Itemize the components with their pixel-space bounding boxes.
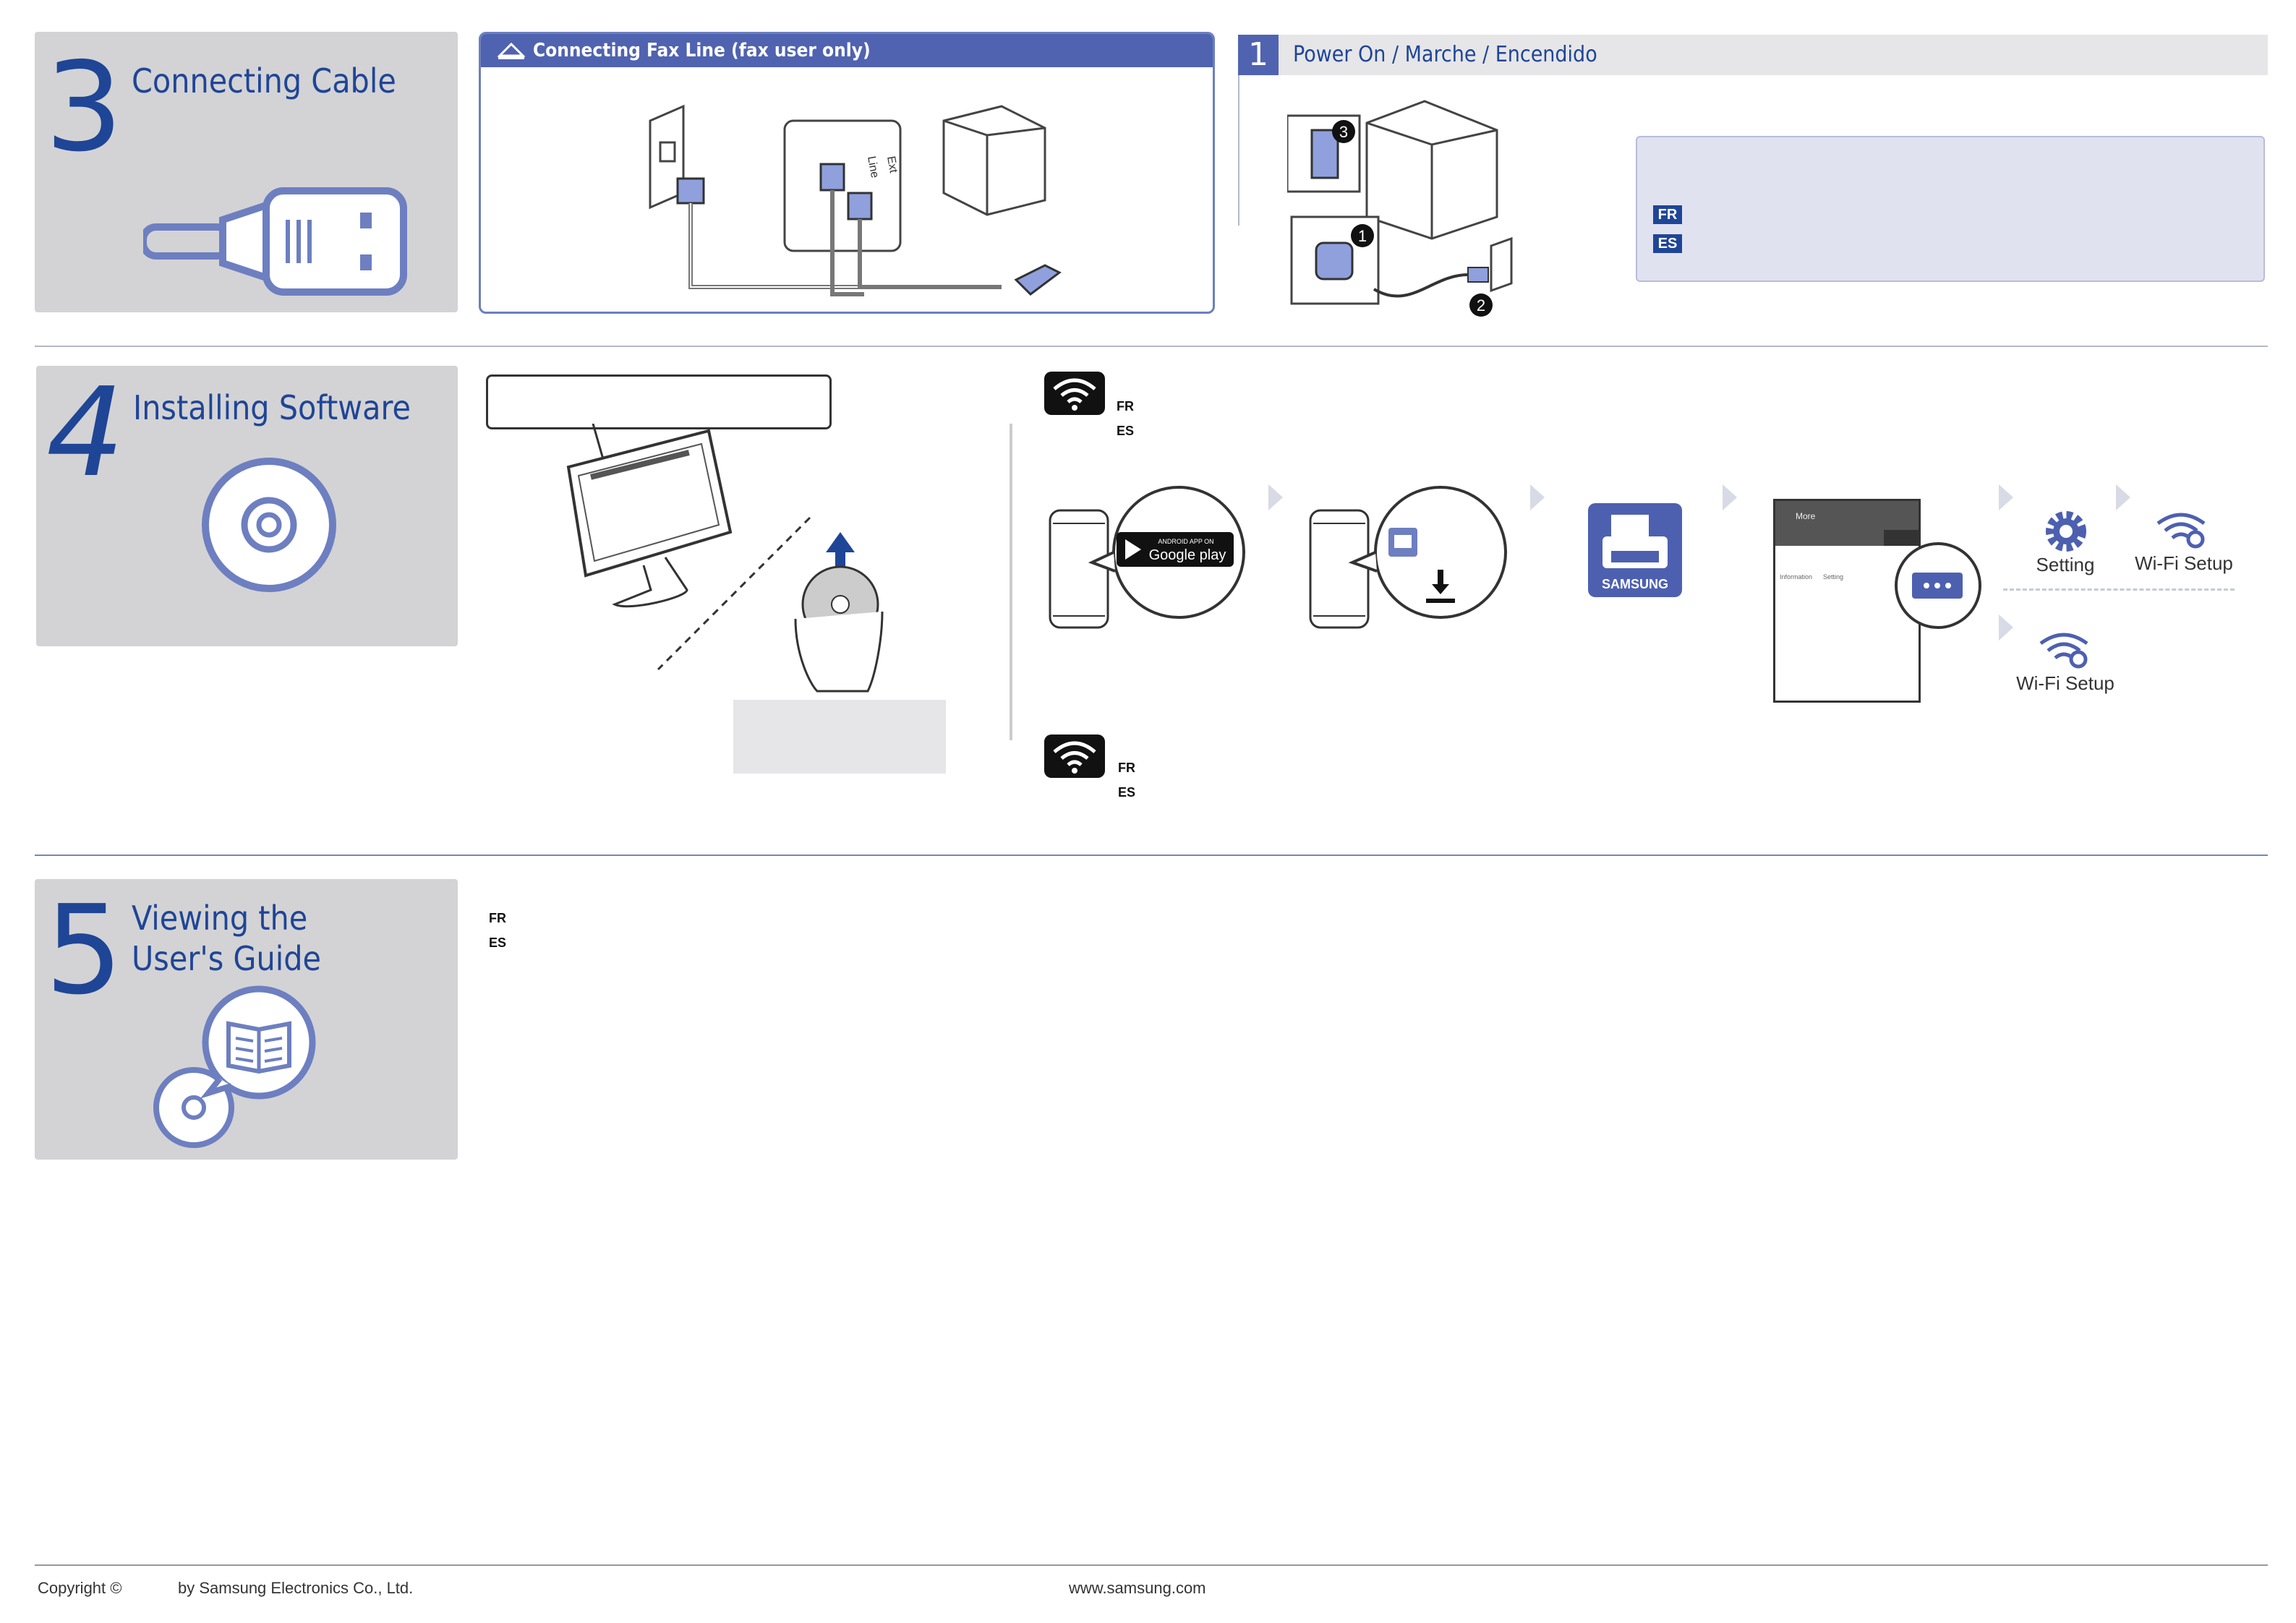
cd-icon bbox=[202, 458, 336, 592]
user-guide-icon bbox=[153, 985, 316, 1148]
wifi-setup-label-1: Wi-Fi Setup bbox=[2135, 552, 2233, 574]
wifi-setup-icon-2 bbox=[2039, 633, 2088, 669]
power-on-diagram: 3 1 2 bbox=[1287, 100, 1513, 317]
section-4-title: Installing Software bbox=[133, 388, 411, 427]
section-4-number: 4 bbox=[46, 361, 125, 505]
install-caption-box bbox=[733, 700, 946, 774]
dashed-divider bbox=[2003, 588, 2235, 591]
step-1-bar: 1 Power On / Marche / Encendido bbox=[1238, 35, 2268, 75]
section-5-panel: 5 Viewing the User's Guide bbox=[35, 879, 458, 1160]
step-1-title: Power On / Marche / Encendido bbox=[1293, 42, 1597, 67]
arrow-5 bbox=[2116, 484, 2130, 510]
footer-company: by Samsung Electronics Co., Ltd. bbox=[178, 1579, 414, 1597]
power-cable-icon bbox=[143, 187, 407, 296]
wifi-badge-b bbox=[1044, 735, 1105, 778]
app-screen: More Information Setting bbox=[1773, 499, 1921, 703]
computer-install-diagram bbox=[566, 424, 884, 693]
arrow-4 bbox=[1999, 484, 2013, 510]
gear-icon bbox=[2046, 511, 2086, 552]
wifi-icon bbox=[1053, 378, 1096, 411]
app-screen-info-tab: Information bbox=[1780, 573, 1813, 581]
fax-diagram: Line Ext bbox=[649, 104, 1062, 296]
samsung-app-label: SAMSUNG bbox=[1602, 577, 1668, 591]
app-screen-setting-tab: Setting bbox=[1823, 573, 1844, 581]
step-1-number: 1 bbox=[1238, 35, 1279, 75]
wifi-a-lang-es: ES bbox=[1117, 424, 1135, 438]
footer-copyright: Copyright © bbox=[38, 1579, 122, 1597]
app-screen-menu-title: More bbox=[1796, 511, 1816, 521]
samsung-app-icon: SAMSUNG bbox=[1588, 503, 1682, 597]
section-5-lang-fr: FR bbox=[489, 911, 506, 925]
arrow-3 bbox=[1723, 484, 1737, 510]
footer-divider bbox=[35, 1564, 2268, 1566]
section-5-lang-es: ES bbox=[489, 935, 507, 950]
power-note-box: FR ES bbox=[1636, 136, 2265, 282]
app-screen-header: More bbox=[1775, 501, 1919, 546]
phone-download bbox=[1309, 486, 1507, 629]
wifi-setup-icon-1 bbox=[2156, 513, 2206, 549]
fax-line-header: Connecting Fax Line (fax user only) bbox=[481, 34, 1213, 67]
fax-line-panel: Connecting Fax Line (fax user only) Line… bbox=[479, 32, 1215, 314]
more-callout bbox=[1895, 542, 1981, 629]
port-line-label: Line bbox=[865, 155, 881, 179]
fax-icon bbox=[497, 42, 526, 59]
arrow-2 bbox=[1530, 484, 1545, 510]
wifi-b-lang-es: ES bbox=[1118, 785, 1136, 800]
section-4-panel: 4 Installing Software bbox=[36, 366, 458, 646]
section-5-title-line1: Viewing the bbox=[132, 899, 308, 938]
step-1-divider bbox=[1238, 75, 1239, 226]
section-3-title: Connecting Cable bbox=[132, 61, 396, 100]
fax-line-title: Connecting Fax Line (fax user only) bbox=[533, 40, 871, 61]
google-play-big: Google play bbox=[1149, 547, 1226, 563]
google-play-small: ANDROID APP ON bbox=[1158, 538, 1213, 545]
lang-badge-fr: FR bbox=[1653, 205, 1682, 224]
row-divider-1 bbox=[35, 346, 2268, 347]
callout-1: 1 bbox=[1358, 227, 1367, 245]
section-5-title-line2: User's Guide bbox=[132, 939, 321, 978]
section-3-panel: 3 Connecting Cable bbox=[35, 32, 458, 312]
wifi-badge-a bbox=[1044, 372, 1105, 415]
port-ext-label: Ext bbox=[884, 155, 900, 174]
wifi-a-lang-fr: FR bbox=[1117, 399, 1134, 414]
wifi-setup-label-2: Wi-Fi Setup bbox=[2016, 672, 2114, 694]
setting-label: Setting bbox=[2036, 554, 2095, 575]
app-screen-more-tab bbox=[1884, 530, 1919, 546]
callout-2: 2 bbox=[1477, 296, 1485, 314]
section-5-number: 5 bbox=[45, 879, 124, 1022]
install-speech-box bbox=[486, 374, 832, 429]
section-3-number: 3 bbox=[45, 36, 124, 179]
wifi-icon bbox=[1053, 741, 1096, 774]
footer-url[interactable]: www.samsung.com bbox=[1069, 1579, 1206, 1597]
row-divider-2 bbox=[35, 855, 2268, 856]
callout-3: 3 bbox=[1339, 123, 1348, 141]
arrow-1 bbox=[1268, 484, 1283, 510]
wifi-b-lang-fr: FR bbox=[1118, 761, 1135, 775]
section-4-vertical-divider bbox=[1010, 424, 1012, 740]
lang-badge-es: ES bbox=[1653, 234, 1682, 253]
phone-google-play: ANDROID APP ON Google play bbox=[1049, 486, 1245, 629]
arrow-6 bbox=[1999, 614, 2013, 641]
